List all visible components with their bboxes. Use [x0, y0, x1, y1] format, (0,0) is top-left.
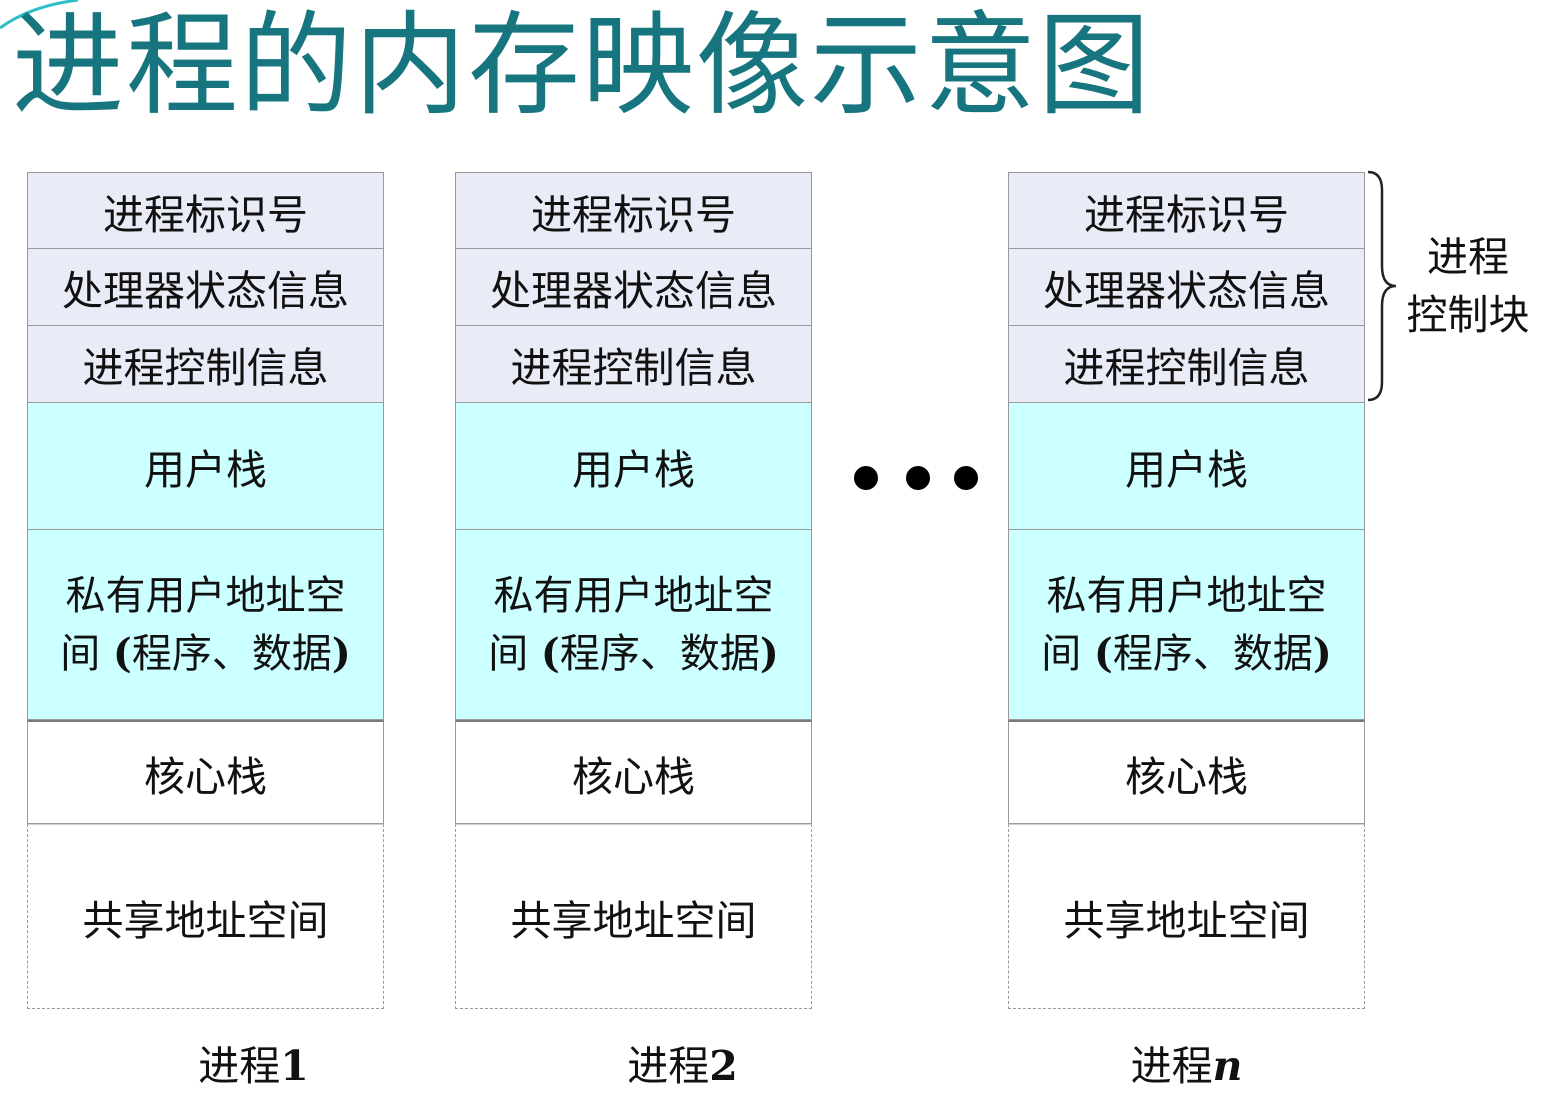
- private-space-line2: 间 (程序、数据): [60, 629, 351, 677]
- kernel-stack-cell: 核心栈: [27, 720, 384, 824]
- process-column-1: 进程标识号 处理器状态信息 进程控制信息 用户栈 私有用户地址空 间 (程序、数…: [27, 172, 384, 1009]
- private-space-line1: 私有用户地址空: [493, 572, 774, 619]
- control-info-cell: 进程控制信息: [27, 326, 384, 403]
- control-info-cell: 进程控制信息: [1008, 326, 1365, 403]
- private-address-space-cell: 私有用户地址空 间 (程序、数据): [455, 530, 812, 720]
- private-space-line2: 间 (程序、数据): [1041, 629, 1332, 677]
- decorative-corner-arc: [0, 0, 79, 30]
- process-label-n: 进程n: [1130, 1042, 1243, 1090]
- process-label-2: 进程2: [627, 1042, 738, 1090]
- cpu-state-cell: 处理器状态信息: [455, 249, 812, 326]
- shared-address-space-cell: 共享地址空间: [455, 824, 812, 1009]
- kernel-stack-cell: 核心栈: [1008, 720, 1365, 824]
- private-address-space-cell: 私有用户地址空 间 (程序、数据): [1008, 530, 1365, 720]
- pcb-label-line2: 控制块: [1406, 291, 1530, 339]
- curly-brace-icon: [1367, 170, 1397, 402]
- pcb-label-line1: 进程: [1427, 233, 1509, 281]
- kernel-stack-cell: 核心栈: [455, 720, 812, 824]
- private-space-line1: 私有用户地址空: [1046, 572, 1327, 619]
- shared-address-space-cell: 共享地址空间: [27, 824, 384, 1009]
- process-column-2: 进程标识号 处理器状态信息 进程控制信息 用户栈 私有用户地址空 间 (程序、数…: [455, 172, 812, 1009]
- process-id-cell: 进程标识号: [1008, 172, 1365, 249]
- control-info-cell: 进程控制信息: [455, 326, 812, 403]
- ellipsis-dots-icon: [854, 466, 978, 490]
- user-stack-cell: 用户栈: [455, 403, 812, 530]
- process-id-cell: 进程标识号: [455, 172, 812, 249]
- private-space-line2: 间 (程序、数据): [488, 629, 779, 677]
- cpu-state-cell: 处理器状态信息: [1008, 249, 1365, 326]
- shared-address-space-cell: 共享地址空间: [1008, 824, 1365, 1009]
- cpu-state-cell: 处理器状态信息: [27, 249, 384, 326]
- user-stack-cell: 用户栈: [27, 403, 384, 530]
- private-space-line1: 私有用户地址空: [65, 572, 346, 619]
- process-id-cell: 进程标识号: [27, 172, 384, 249]
- user-stack-cell: 用户栈: [1008, 403, 1365, 530]
- page-title: 进程的内存映像示意图: [12, 1, 1152, 131]
- pcb-label: 进程 控制块: [1398, 228, 1538, 344]
- private-address-space-cell: 私有用户地址空 间 (程序、数据): [27, 530, 384, 720]
- process-label-1: 进程1: [198, 1042, 309, 1090]
- process-column-n: 进程标识号 处理器状态信息 进程控制信息 用户栈 私有用户地址空 间 (程序、数…: [1008, 172, 1365, 1009]
